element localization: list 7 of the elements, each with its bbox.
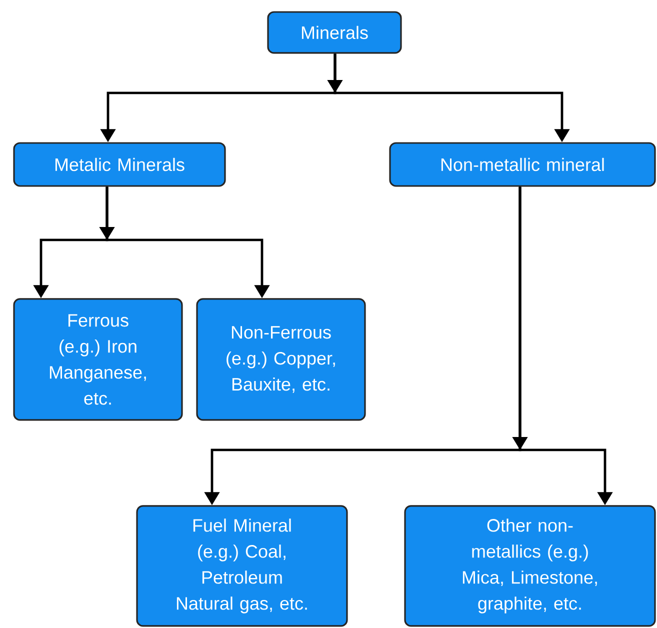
category-box: Non-metallic mineral: [389, 142, 656, 187]
category-box: Non-Ferrous (e.g.) Copper, Bauxite, etc.: [196, 298, 366, 421]
category-box: Minerals: [267, 11, 402, 54]
category-box: Ferrous (e.g.) Iron Manganese, etc.: [13, 298, 183, 421]
category-box: Metalic Minerals: [13, 142, 226, 187]
category-box: Other non-metallics (e.g.) Mica, Limestone, graphite, etc.: [404, 505, 656, 627]
category-box: Fuel Mineral (e.g.) Coal, Petroleum Natural gas, etc.: [136, 505, 348, 627]
